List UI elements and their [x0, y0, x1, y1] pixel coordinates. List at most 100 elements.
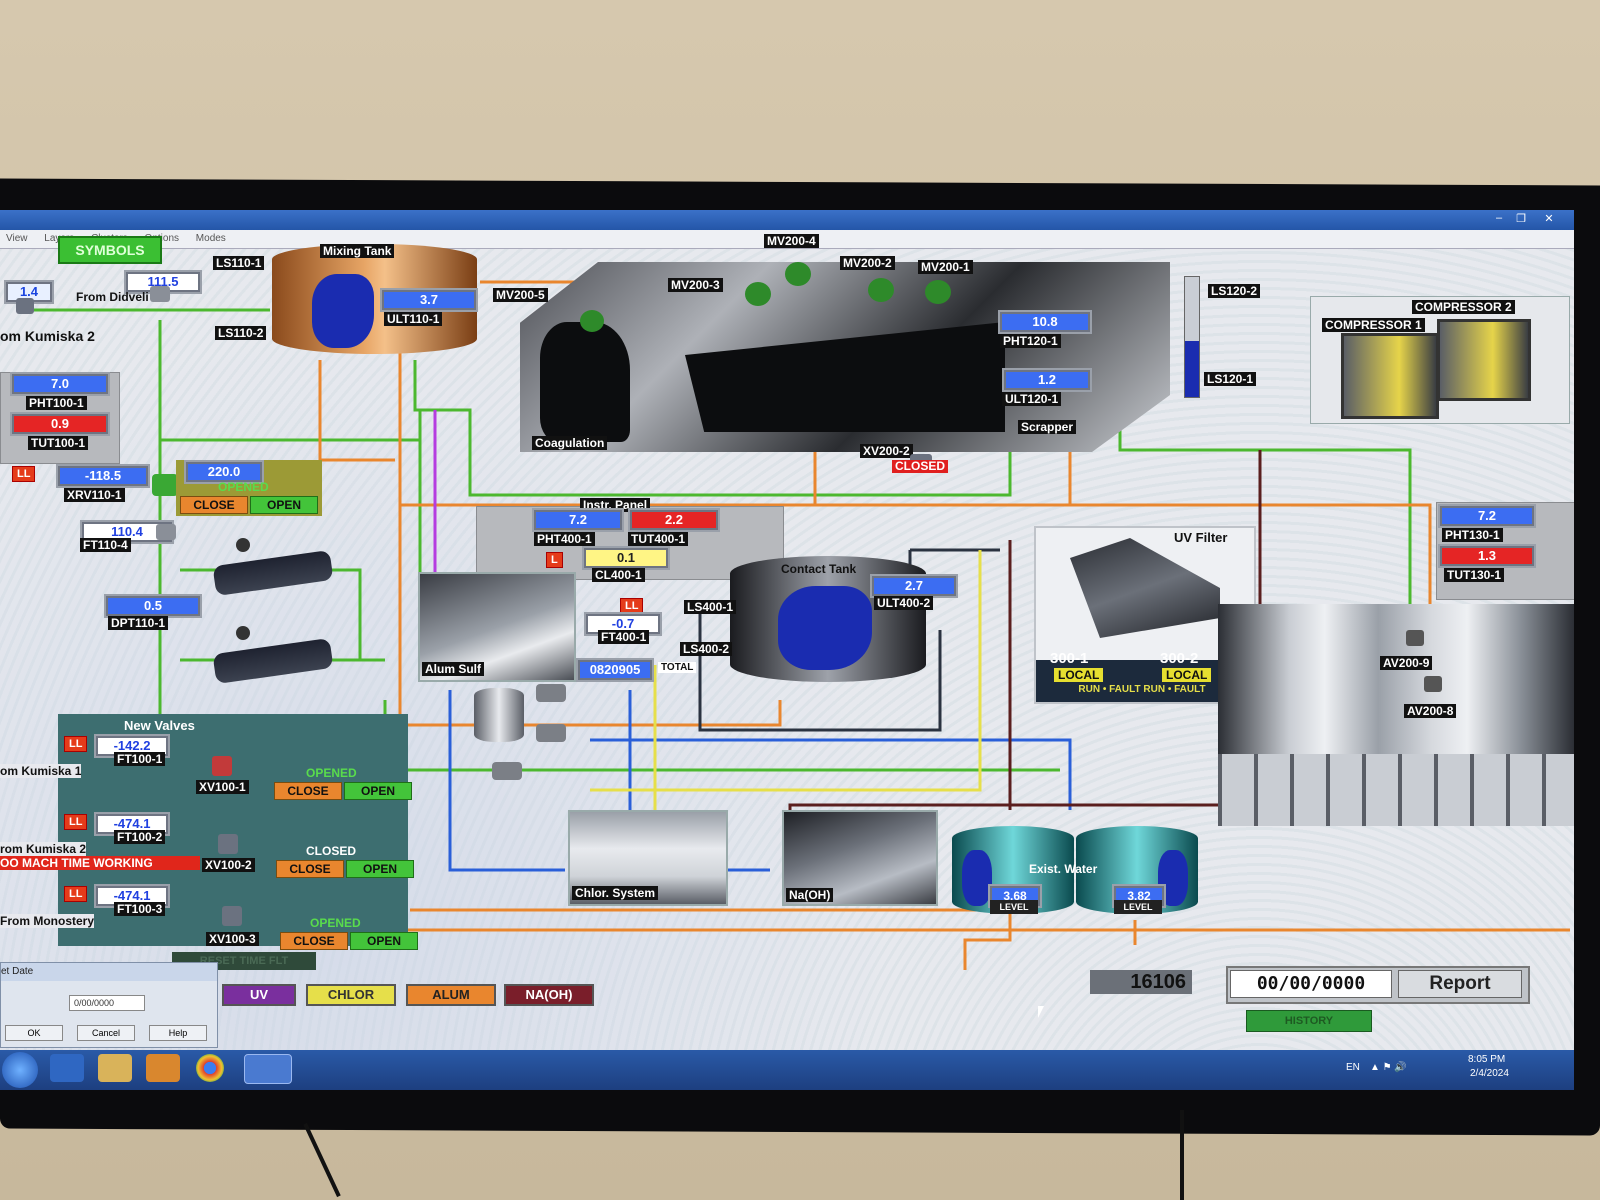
xrv110-close-button[interactable]: CLOSE [180, 496, 248, 514]
ft400-total-label: TOTAL [658, 662, 697, 673]
pht130-1-value: 7.2 [1440, 506, 1534, 526]
clock-date[interactable]: 2/4/2024 [1470, 1068, 1509, 1079]
dosing-tank-icon[interactable] [474, 688, 524, 742]
cl400-l-alarm: L [546, 552, 563, 568]
xv100-2-valve-icon[interactable] [218, 834, 238, 854]
language-indicator[interactable]: EN [1346, 1062, 1360, 1073]
ls110-2-tag: LS110-2 [215, 326, 267, 340]
xv100-2-close-button[interactable]: CLOSE [276, 860, 344, 878]
xv100-3-close-button[interactable]: CLOSE [280, 932, 348, 950]
maximize-button[interactable]: ❐ [1516, 213, 1526, 225]
av200-9-valve-icon[interactable] [1406, 630, 1424, 646]
naoh-bottom-button[interactable]: NA(OH) [504, 984, 594, 1006]
xv100-1-close-button[interactable]: CLOSE [274, 782, 342, 800]
xv100-3-valve-icon[interactable] [222, 906, 242, 926]
set-date-help-button[interactable]: Help [149, 1025, 207, 1041]
new-valves-title: New Valves [124, 718, 195, 733]
alum-sulf-image[interactable] [418, 572, 576, 682]
window-titlebar: – ❐ ✕ [0, 210, 1574, 230]
dosing-pump-icon[interactable] [536, 684, 566, 702]
close-window-button[interactable]: ✕ [1544, 213, 1554, 225]
clock-time[interactable]: 8:05 PM [1468, 1054, 1506, 1065]
kumiska-2-label: om Kumiska 2 [0, 328, 95, 344]
pipe-orange-contact [400, 700, 782, 727]
mv200-5-tag: MV200-5 [493, 288, 548, 302]
chlor-system-label: Chlor. System [572, 886, 659, 900]
filter-2-valve-icon[interactable] [236, 626, 250, 640]
didveli-valve-icon[interactable] [150, 286, 170, 302]
ft400-1-tag: FT400-1 [598, 630, 650, 644]
dosing-pump-icon[interactable] [536, 724, 566, 742]
ft110-valve-icon[interactable] [156, 524, 176, 540]
uv-unit-2-mode[interactable]: LOCAL [1162, 668, 1212, 682]
ft100-1-tag: FT100-1 [114, 752, 166, 766]
av200-8-valve-icon[interactable] [1424, 676, 1442, 692]
pht400-1-tag: PHT400-1 [534, 532, 595, 546]
file-explorer-icon[interactable] [98, 1054, 132, 1082]
coagulation-chamber [540, 322, 630, 442]
pipe-dark-contact-loop [698, 610, 942, 732]
inlet-valve-icon[interactable] [16, 298, 34, 314]
xv100-2-open-button[interactable]: OPEN [346, 860, 414, 878]
chlor-bottom-button[interactable]: CHLOR [306, 984, 396, 1006]
xv100-1-open-button[interactable]: OPEN [344, 782, 412, 800]
mixer-motor-icon[interactable] [580, 310, 604, 332]
dosing-pump-icon[interactable] [492, 762, 522, 780]
alum-bottom-button[interactable]: ALUM [406, 984, 496, 1006]
minimize-button[interactable]: – [1495, 212, 1503, 224]
instr-panel-title: Instr. Panel [580, 498, 651, 512]
history-button[interactable]: HISTORY [1246, 1010, 1372, 1032]
report-date-input[interactable]: 00/00/0000 [1230, 970, 1392, 998]
media-player-icon[interactable] [146, 1054, 180, 1082]
xv100-3-open-button[interactable]: OPEN [350, 932, 418, 950]
uv-unit-1-mode[interactable]: LOCAL [1054, 668, 1104, 682]
tut400-1-value: 2.2 [630, 510, 718, 530]
internet-explorer-icon[interactable] [50, 1054, 84, 1082]
silo-legs [1218, 754, 1574, 826]
mixer-motor-icon[interactable] [925, 280, 951, 304]
xv100-1-valve-icon[interactable] [212, 756, 232, 776]
pipe-green-right [1118, 425, 1412, 620]
scada-app-icon[interactable] [244, 1054, 292, 1084]
set-date-input[interactable]: 0/00/0000 [69, 995, 145, 1011]
uv-filter-title: UV Filter [1174, 530, 1228, 545]
set-date-ok-button[interactable]: OK [5, 1025, 63, 1041]
exist-water-tank-1 [952, 826, 1074, 914]
exist-water-title: Exist. Water [1029, 862, 1098, 876]
uv-filter-image[interactable] [1070, 538, 1220, 638]
mixer-motor-icon[interactable] [745, 282, 771, 306]
tray-icons[interactable]: ▲ ⚑ 🔊 [1370, 1062, 1407, 1073]
compressor-2-image[interactable] [1437, 319, 1531, 401]
symbols-button[interactable]: SYMBOLS [58, 236, 162, 264]
mixing-tank [272, 244, 477, 354]
dpt110-1-value: 0.5 [106, 596, 200, 616]
xv100-2-warning: OO MACH TIME WORKING [0, 856, 200, 870]
ult110-1-tag: ULT110-1 [384, 312, 443, 326]
filter-1-valve-icon[interactable] [236, 538, 250, 552]
ls400-2-tag: LS400-2 [680, 642, 733, 656]
ls120-1-tag: LS120-1 [1204, 372, 1257, 386]
storage-silos-image [1218, 604, 1574, 826]
pht120-1-tag: PHT120-1 [1000, 334, 1061, 348]
xrv110-open-button[interactable]: OPEN [250, 496, 318, 514]
menu-modes[interactable]: Modes [195, 233, 226, 244]
uv-unit-1-label: 300-1 [1050, 650, 1089, 667]
mixer-motor-icon[interactable] [785, 262, 811, 286]
ls110-1-tag: LS110-1 [213, 256, 265, 270]
tut400-1-tag: TUT400-1 [628, 532, 689, 546]
compressor-1-image[interactable] [1341, 333, 1439, 419]
mixer-motor-icon[interactable] [868, 278, 894, 302]
av200-8-tag: AV200-8 [1404, 704, 1457, 718]
start-button-icon[interactable] [2, 1052, 38, 1088]
compressor-1-label: COMPRESSOR 1 [1322, 318, 1425, 332]
hmi-screen: – ❐ ✕ View Layers Clusters Options Modes [0, 210, 1574, 1090]
set-date-cancel-button[interactable]: Cancel [77, 1025, 135, 1041]
menu-view[interactable]: View [6, 233, 28, 244]
cl400-1-value: 0.1 [584, 548, 668, 568]
tut130-1-value: 1.3 [1440, 546, 1534, 566]
ls120-2-tag: LS120-2 [1208, 284, 1261, 298]
chrome-icon[interactable] [196, 1054, 224, 1082]
report-button[interactable]: Report [1398, 970, 1522, 998]
uv-bottom-button[interactable]: UV [222, 984, 296, 1006]
xrv110-valve-icon[interactable] [152, 474, 178, 496]
